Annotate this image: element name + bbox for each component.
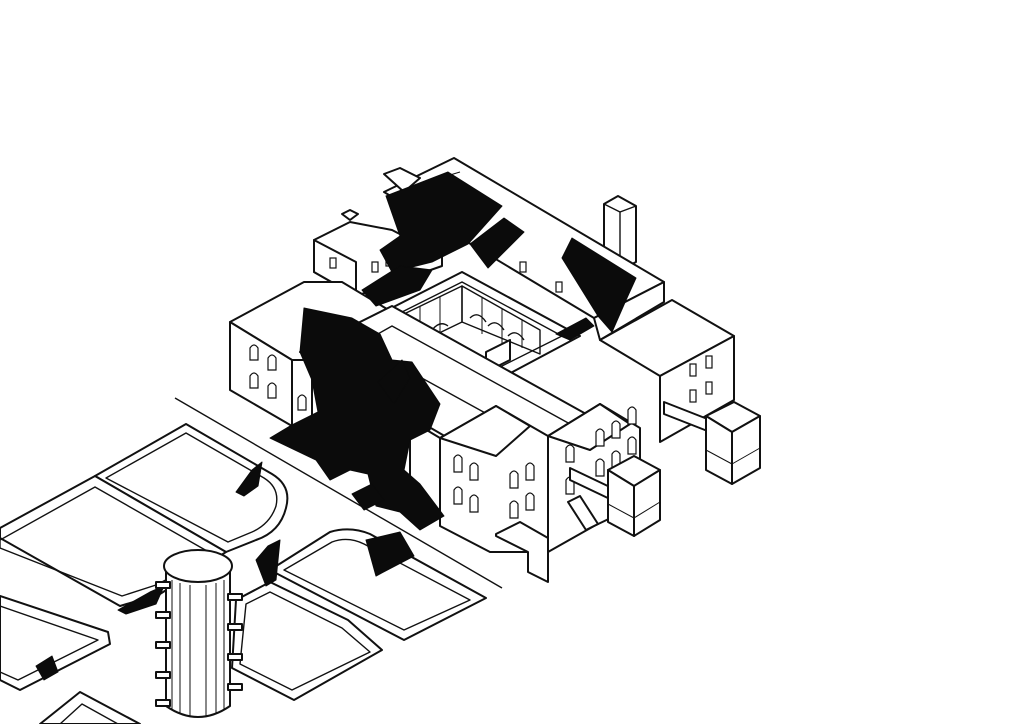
lawn-bottom-left [39, 691, 141, 724]
void-shard-north [379, 171, 503, 273]
window [689, 363, 697, 377]
void-patch [255, 539, 281, 587]
void-patch [35, 655, 59, 681]
window [525, 492, 535, 511]
roof-dormer [383, 167, 421, 193]
void-shard-north [469, 217, 525, 269]
void-patch [365, 531, 415, 577]
window [453, 454, 463, 473]
window [689, 389, 697, 403]
east-pavilion-1 [663, 401, 761, 485]
void-shard-central [377, 359, 411, 405]
entrance-ramp [495, 521, 549, 583]
void-patch [235, 461, 263, 497]
cylindrical-tower [155, 549, 243, 718]
window [705, 355, 713, 369]
lawn-right [269, 528, 487, 641]
window [595, 428, 605, 447]
window [627, 436, 637, 455]
window [509, 500, 519, 519]
lawn-upper-left [94, 423, 289, 553]
window [525, 462, 535, 481]
gable-roof [439, 405, 531, 457]
window [509, 470, 519, 489]
window [627, 406, 637, 425]
lawn-lower-left [0, 595, 111, 691]
window [611, 420, 621, 439]
window [705, 381, 713, 395]
path-edge-line [174, 397, 503, 589]
window [469, 462, 479, 481]
entrance-steps [567, 495, 599, 531]
void-shard-east [555, 317, 595, 341]
void-shard-east [561, 237, 637, 333]
east-pavilion-2 [569, 455, 661, 537]
dark-voids [269, 171, 637, 531]
void-shard-north [361, 265, 433, 307]
window [469, 494, 479, 513]
window [565, 444, 575, 463]
window [453, 486, 463, 505]
tower-top [163, 549, 233, 583]
void-patch [117, 585, 165, 615]
window [595, 458, 605, 477]
void-shard-central [351, 483, 385, 511]
